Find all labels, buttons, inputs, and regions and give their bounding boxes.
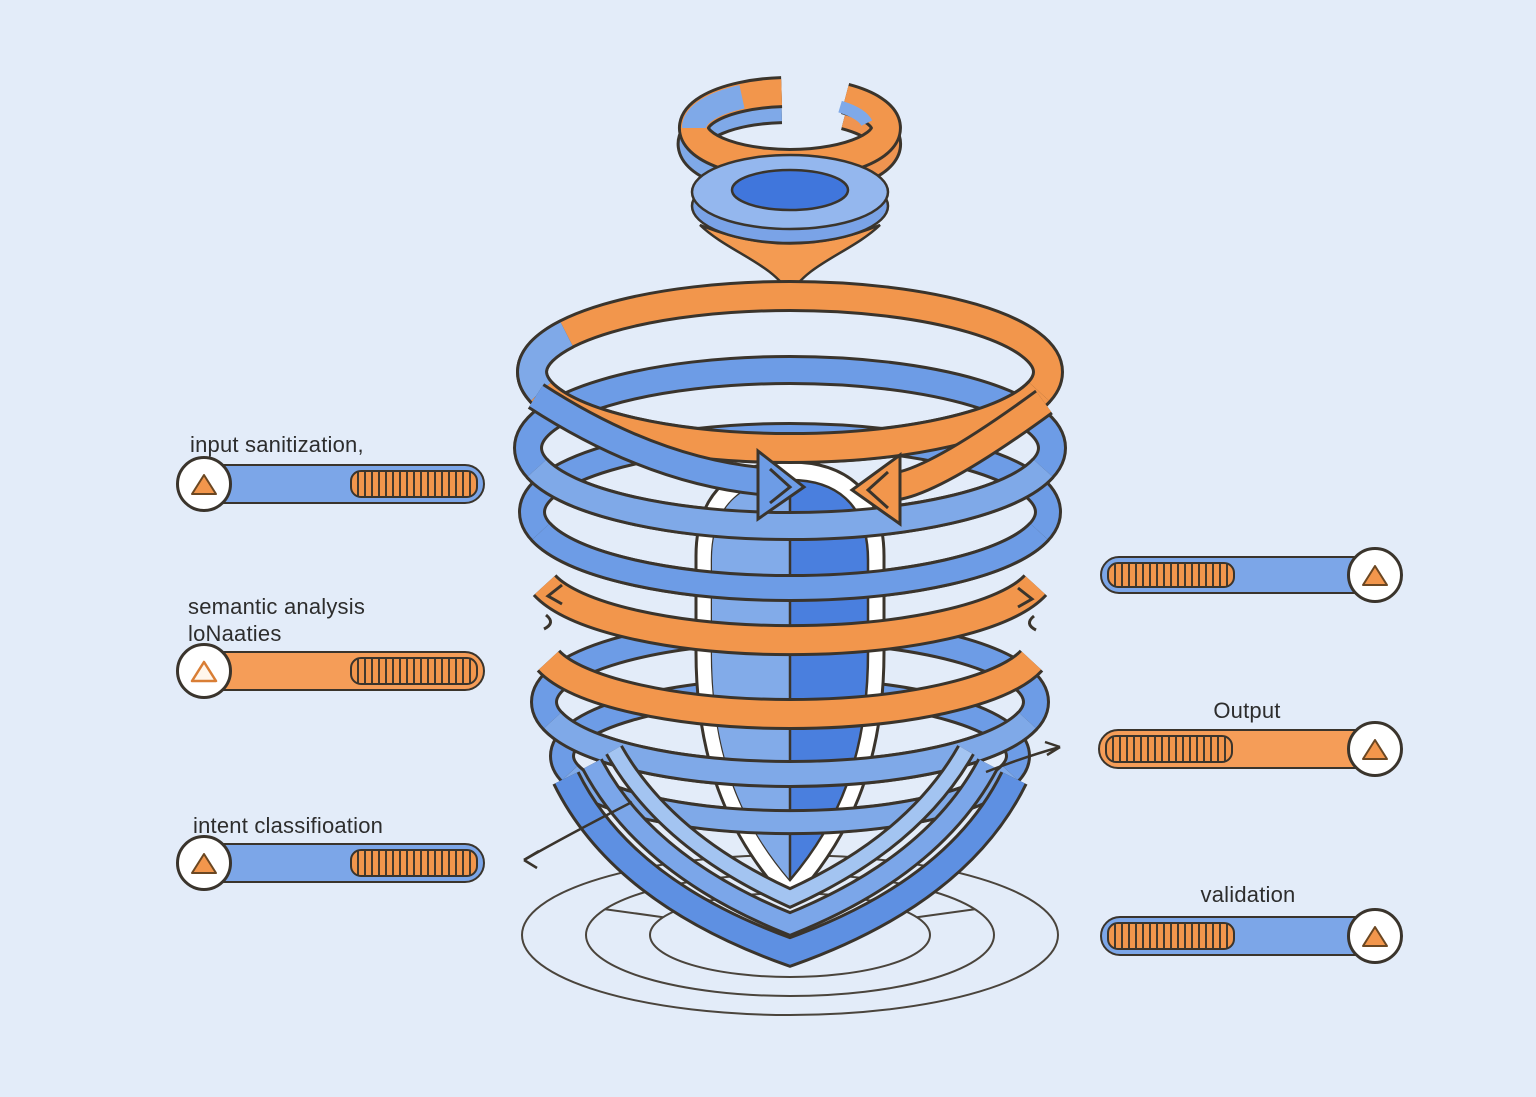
bottom-v-bands [552,745,1028,968]
arrow-to-intent-icon [523,800,633,870]
hatch-segment-icon [350,849,478,877]
hatch-segment-icon [350,470,478,498]
arrow-to-output-icon [985,740,1061,774]
triangle-marker-icon [176,835,232,891]
triangle-marker-icon [1347,547,1403,603]
output-bar [1098,721,1403,777]
triangle-marker-icon [1347,721,1403,777]
collector-ring-icon [690,153,890,245]
hatch-segment-icon [350,657,478,685]
stage-bar-right-top [1100,547,1403,603]
input-sanitization-label: input sanitization, [190,432,364,457]
output-label: Output [1213,698,1281,723]
validation-label: validation [1200,882,1296,907]
hatch-segment-icon [1107,562,1235,588]
triangle-marker-icon [176,456,232,512]
intent-classification-label: intent classifioation [193,813,384,838]
validation-bar [1100,908,1403,964]
semantic-analysis-label: semantic analysis [188,594,366,619]
semantic-analysis-sublabel: loNaaties [188,621,282,646]
input-sanitization-bar [176,456,485,512]
band-end-chevrons [543,583,1037,632]
triangle-marker-icon [176,643,232,699]
hatch-segment-icon [1107,922,1235,950]
semantic-analysis-bar [176,643,485,699]
flow-arrow-left-icon [849,389,1053,527]
spiral-rings-front [525,380,1055,836]
hatch-segment-icon [1105,735,1233,763]
flow-arrow-right-icon [527,383,807,522]
intent-classification-bar [176,835,485,891]
triangle-marker-icon [1347,908,1403,964]
